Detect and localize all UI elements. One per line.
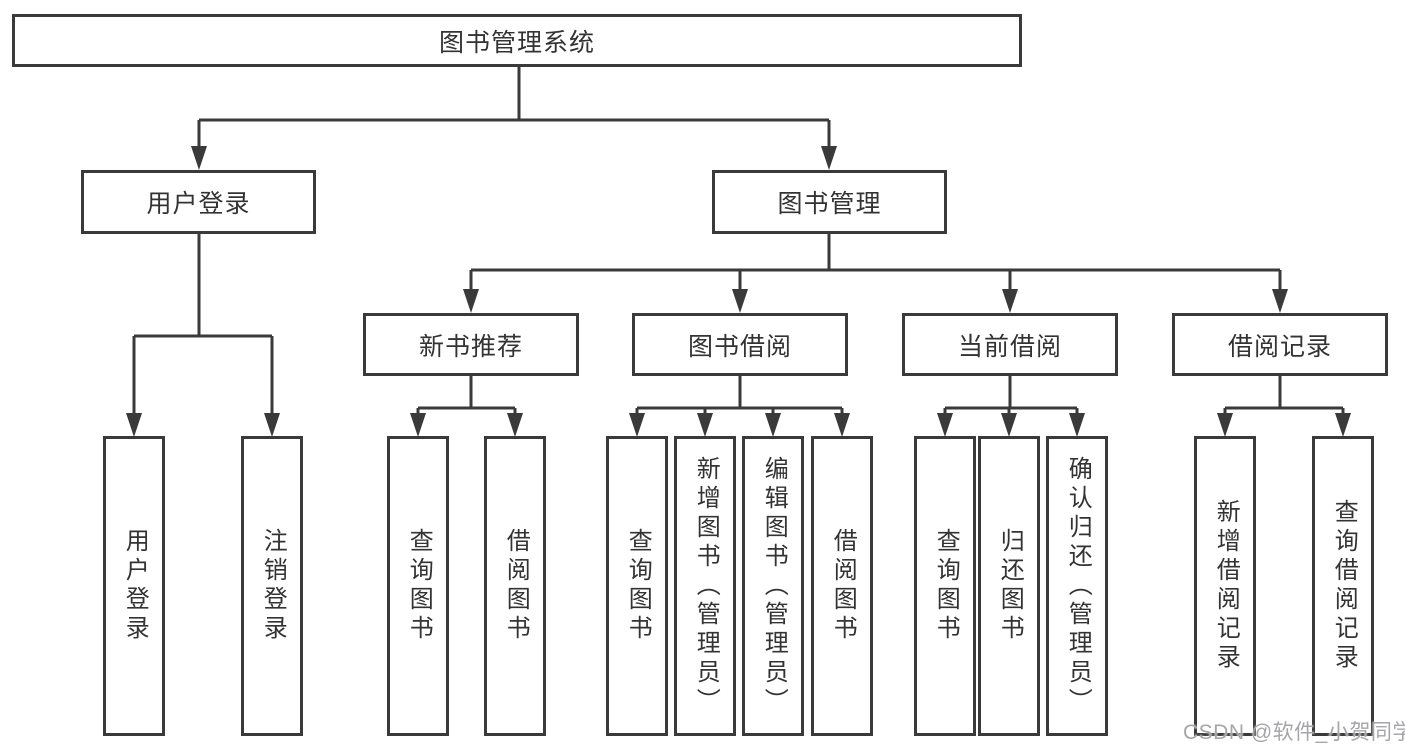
node-borrow-books-action-label: 借阅图书 [829, 528, 857, 644]
node-user-login-label: 用户登录 [146, 190, 251, 218]
node-borrow-record-label: 借阅记录 [1227, 332, 1332, 361]
node-query-books-recommend-label: 查询图书 [405, 528, 433, 644]
node-edit-books-admin: 编辑图书（管理员） [742, 436, 804, 736]
node-new-book-recommend: 新书推荐 [363, 313, 579, 376]
node-add-books-admin-label: 新增图书（管理员） [692, 455, 720, 717]
watermark: CSDN @软件_小贺同学 [1183, 721, 1405, 744]
node-confirm-return-admin-label: 确认归还（管理员） [1064, 455, 1092, 717]
node-add-books-admin: 新增图书（管理员） [674, 436, 736, 736]
node-add-borrow-record-label: 新增借阅记录 [1212, 499, 1240, 673]
node-confirm-return-admin: 确认归还（管理员） [1046, 436, 1108, 736]
node-return-books-label: 归还图书 [996, 528, 1024, 644]
node-current-borrow: 当前借阅 [902, 313, 1118, 376]
node-borrow-books-action: 借阅图书 [811, 436, 873, 736]
node-book-borrow-label: 图书借阅 [687, 332, 792, 361]
node-user-login-action-label: 用户登录 [121, 528, 149, 644]
node-query-borrow-record: 查询借阅记录 [1312, 436, 1374, 736]
node-logout-action-label: 注销登录 [259, 528, 287, 644]
node-query-borrow-record-label: 查询借阅记录 [1330, 499, 1358, 673]
node-edit-books-admin-label: 编辑图书（管理员） [760, 455, 788, 717]
node-user-login-action: 用户登录 [103, 436, 165, 736]
node-user-login: 用户登录 [81, 170, 316, 234]
node-borrow-record: 借阅记录 [1172, 313, 1388, 376]
node-root: 图书管理系统 [12, 14, 1022, 67]
node-root-label: 图书管理系统 [438, 28, 595, 57]
node-query-books-current-label: 查询图书 [932, 528, 960, 644]
node-book-management-label: 图书管理 [777, 190, 882, 218]
node-book-borrow: 图书借阅 [632, 313, 848, 376]
node-new-book-recommend-label: 新书推荐 [418, 332, 523, 361]
node-query-books-borrow-label: 查询图书 [624, 528, 652, 644]
node-book-management: 图书管理 [712, 170, 947, 234]
node-borrow-books-recommend-label: 借阅图书 [502, 528, 530, 644]
node-return-books: 归还图书 [978, 436, 1040, 736]
node-query-books-current: 查询图书 [914, 436, 976, 736]
node-add-borrow-record: 新增借阅记录 [1194, 436, 1256, 736]
node-query-books-recommend: 查询图书 [387, 436, 449, 736]
node-borrow-books-recommend: 借阅图书 [484, 436, 546, 736]
node-current-borrow-label: 当前借阅 [957, 332, 1062, 361]
node-logout-action: 注销登录 [241, 436, 303, 736]
node-query-books-borrow: 查询图书 [606, 436, 668, 736]
